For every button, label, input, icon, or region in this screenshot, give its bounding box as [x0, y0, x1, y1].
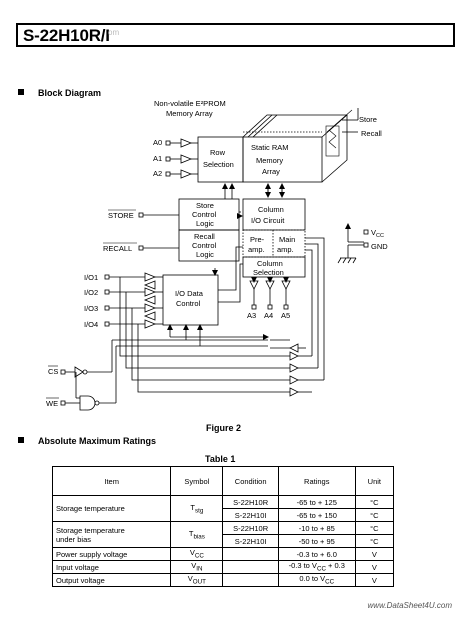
- cell-item: Output voltage: [51, 573, 172, 587]
- cell-symbol: Tbias: [170, 521, 224, 548]
- block-diagram: Non-volatile E²PROM Memory Array Store R…: [46, 99, 388, 411]
- sram-2: Memory: [256, 156, 283, 165]
- figure-caption: Figure 2: [206, 423, 242, 433]
- vcc-label: VCC: [371, 228, 384, 239]
- cell-symbol: Tstg: [170, 495, 224, 522]
- addr-a4-label: A4: [264, 311, 273, 320]
- cell-condition: S-22H10I: [222, 534, 279, 548]
- recall-ctrl-1: Recall: [194, 232, 215, 241]
- table-header-row: Item Symbol Condition Ratings Unit: [51, 466, 395, 496]
- cell-symbol: VCC: [170, 547, 224, 561]
- mainamp-2: amp.: [277, 245, 294, 254]
- col-io-2: I/O Circuit: [251, 216, 285, 225]
- cell-unit: V: [354, 573, 395, 587]
- cell-rating: -0.3 to VCC + 0.3: [277, 560, 356, 574]
- page-header: S-22H10R/I om: [16, 23, 455, 47]
- col-select-1: Column: [257, 259, 283, 268]
- col-header-symbol: Symbol: [170, 466, 224, 496]
- io-data-2: Control: [176, 299, 201, 308]
- section-title: Block Diagram: [38, 88, 102, 98]
- recall-input-label: RECALL: [103, 244, 132, 253]
- cell-condition: S-22H10I: [222, 508, 279, 522]
- ratings-table: Item Symbol Condition Ratings Unit Stora…: [51, 466, 395, 587]
- recall-ctrl-3: Logic: [196, 250, 214, 259]
- cell-unit: V: [354, 547, 395, 561]
- store-ctrl-1: Store: [196, 201, 214, 210]
- addr-a2-label: A2: [153, 169, 162, 178]
- eeprom-label-1: Non-volatile E²PROM: [154, 99, 226, 108]
- cell-unit: °C: [354, 521, 395, 535]
- cell-symbol: VOUT: [170, 573, 224, 587]
- io4-label: I/O4: [84, 320, 98, 329]
- mainamp-1: Main: [279, 235, 295, 244]
- col-select-2: Selection: [253, 268, 284, 277]
- cell-condition: S-22H10R: [222, 521, 279, 535]
- col-header-item: Item: [51, 466, 172, 496]
- cell-rating: -65 to + 150: [277, 508, 356, 522]
- store-ctrl-2: Control: [192, 210, 217, 219]
- addr-a1-label: A1: [153, 154, 162, 163]
- store-ctrl-3: Logic: [196, 219, 214, 228]
- cell-item: Power supply voltage: [51, 547, 172, 561]
- addr-a5-label: A5: [281, 311, 290, 320]
- section-title: Absolute Maximum Ratings: [38, 436, 157, 446]
- header-faint-text: om: [108, 28, 120, 37]
- row-selection-1: Row: [210, 148, 226, 157]
- col-header-ratings: Ratings: [277, 466, 356, 496]
- watermark: www.DataSheet4U.com: [367, 601, 452, 610]
- preamp-1: Pre-: [250, 235, 265, 244]
- cell-item: Input voltage: [51, 560, 172, 574]
- col-io-1: Column: [258, 205, 284, 214]
- cell-rating: 0.0 to VCC: [277, 573, 356, 587]
- col-header-condition: Condition: [222, 466, 279, 496]
- io3-label: I/O3: [84, 304, 98, 313]
- table-row: Output voltage VOUT 0.0 to VCC V: [51, 573, 395, 587]
- eeprom-label-2: Memory Array: [166, 109, 213, 118]
- preamp-2: amp.: [248, 245, 265, 254]
- cell-item: Storage temperature: [51, 495, 172, 522]
- store-out-label: Store: [359, 115, 377, 124]
- section-abs-max: Absolute Maximum Ratings: [18, 436, 156, 446]
- cs-label: CS: [48, 367, 58, 376]
- sram-3: Array: [262, 167, 280, 176]
- io1-label: I/O1: [84, 273, 98, 282]
- table-caption: Table 1: [205, 454, 236, 464]
- cell-unit: °C: [354, 495, 395, 509]
- cell-rating: -50 to + 95: [277, 534, 356, 548]
- store-input-label: STORE: [108, 211, 134, 220]
- col-header-unit: Unit: [354, 466, 395, 496]
- cell-symbol: VIN: [170, 560, 224, 574]
- table-row: Storage temperature Tstg S-22H10R -65 to…: [51, 495, 395, 522]
- cell-condition: [222, 573, 279, 587]
- page-title: S-22H10R/I: [23, 26, 110, 45]
- cell-condition: [222, 560, 279, 574]
- cell-unit: °C: [354, 534, 395, 548]
- cell-rating: -10 to + 85: [277, 521, 356, 535]
- table-row: S-22H10I -50 to + 95 °C: [53, 534, 395, 548]
- cell-unit: V: [354, 560, 395, 574]
- row-selection-2: Selection: [203, 160, 234, 169]
- io2-label: I/O2: [84, 288, 98, 297]
- recall-out-label: Recall: [361, 129, 382, 138]
- sram-1: Static RAM: [251, 143, 289, 152]
- bullet-square-icon: [18, 89, 24, 95]
- cell-condition: [222, 547, 279, 561]
- io-data-1: I/O Data: [175, 289, 204, 298]
- cell-rating: -65 to + 125: [277, 495, 356, 509]
- cell-rating: -0.3 to + 6.0: [277, 547, 356, 561]
- addr-a0-label: A0: [153, 138, 162, 147]
- addr-a3-label: A3: [247, 311, 256, 320]
- we-label: WE: [46, 399, 58, 408]
- cell-condition: S-22H10R: [222, 495, 279, 509]
- cell-unit: °C: [354, 508, 395, 522]
- gnd-label: GND: [371, 242, 388, 251]
- table-row: Power supply voltage VCC -0.3 to + 6.0 V: [51, 547, 395, 561]
- recall-ctrl-2: Control: [192, 241, 217, 250]
- section-block-diagram: Block Diagram: [18, 88, 101, 98]
- bullet-square-icon: [18, 437, 24, 443]
- table-row: Input voltage VIN -0.3 to VCC + 0.3 V: [51, 560, 395, 574]
